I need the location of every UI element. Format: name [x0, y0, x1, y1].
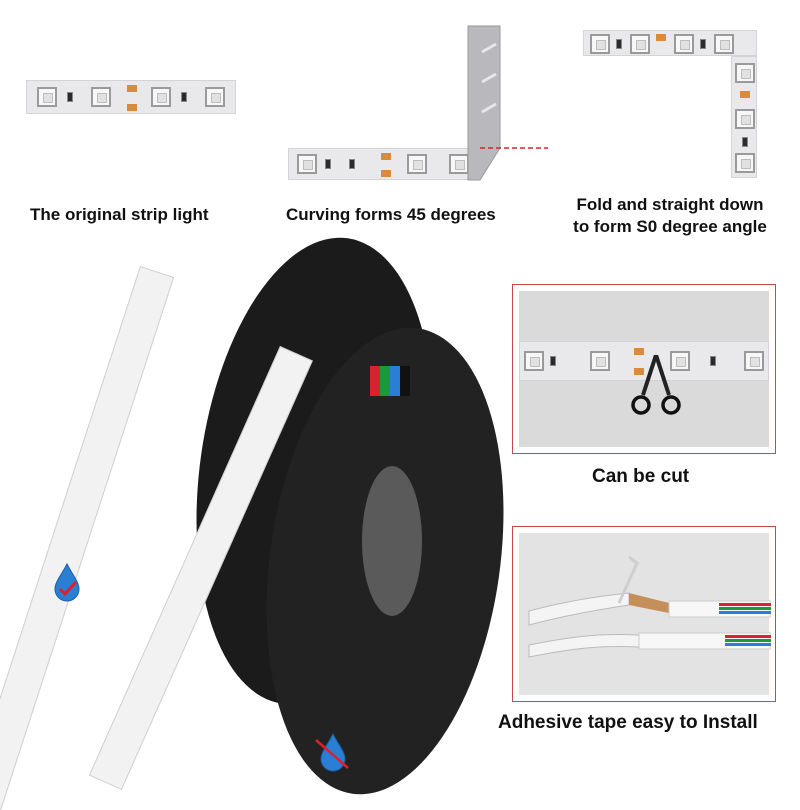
adhesive-tape-frame	[512, 526, 776, 702]
led-chip	[674, 34, 694, 54]
resistor	[325, 159, 331, 169]
resistor	[700, 39, 706, 49]
solder-pad	[381, 170, 391, 177]
caption-fold-line2: to form S0 degree angle	[573, 217, 767, 236]
led-chip	[744, 351, 764, 371]
folded-strip-horizontal	[583, 30, 757, 56]
led-chip	[297, 154, 317, 174]
curved-strip-horizontal	[288, 148, 478, 180]
resistor	[742, 137, 748, 147]
led-chip	[714, 34, 734, 54]
led-chip	[37, 87, 57, 107]
solder-pad	[740, 91, 750, 98]
solder-pad	[634, 348, 644, 355]
led-chip	[407, 154, 427, 174]
led-chip	[735, 153, 755, 173]
water-drop-icon	[54, 562, 80, 602]
crossed-water-drop-icon	[315, 732, 349, 772]
solder-pad	[381, 153, 391, 160]
caption-fold-line1: Fold and straight down	[576, 195, 764, 214]
solder-pad	[127, 85, 137, 92]
connector-wires	[370, 366, 410, 396]
caption-original-strip: The original strip light	[30, 205, 209, 224]
can-be-cut-frame	[512, 284, 776, 454]
resistor	[710, 356, 716, 366]
tape-and-cable-illustration	[528, 555, 771, 658]
led-chip	[524, 351, 544, 371]
front-reel-hub	[362, 466, 422, 616]
led-chip	[670, 351, 690, 371]
resistor	[67, 92, 73, 102]
led-chip	[590, 34, 610, 54]
resistor	[616, 39, 622, 49]
caption-curving: Curving forms 45 degrees	[286, 205, 496, 224]
cut-strip	[519, 341, 769, 381]
led-chip	[630, 34, 650, 54]
caption-adhesive-tape: Adhesive tape easy to Install	[498, 712, 758, 733]
led-chip	[205, 87, 225, 107]
solder-pad	[656, 34, 666, 41]
curved-strip-vertical-backing	[467, 25, 548, 181]
resistor	[550, 356, 556, 366]
adhesive-photo	[519, 533, 771, 695]
led-reels-photo	[0, 222, 532, 810]
led-chip	[151, 87, 171, 107]
led-chip	[735, 109, 755, 129]
solder-pad	[634, 368, 644, 375]
led-chip	[735, 63, 755, 83]
folded-strip-vertical	[731, 56, 757, 178]
caption-can-be-cut: Can be cut	[592, 466, 690, 487]
led-chip	[590, 351, 610, 371]
resistor	[349, 159, 355, 169]
scissors-icon	[631, 355, 681, 415]
solder-pad	[127, 104, 137, 111]
cut-photo	[519, 291, 769, 447]
resistor	[181, 92, 187, 102]
led-chip	[91, 87, 111, 107]
original-strip-photo	[26, 80, 236, 114]
